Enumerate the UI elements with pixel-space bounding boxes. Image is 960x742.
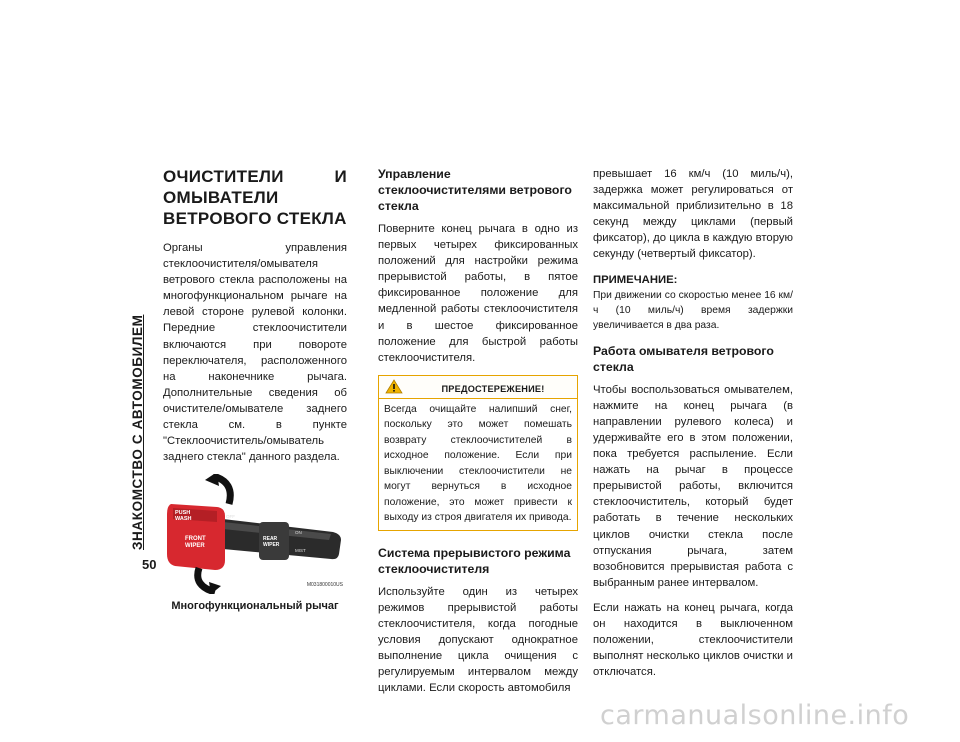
rear-wiper-label: WIPER [263,542,280,548]
column-2: Управление стеклоочистителями ветрового … [378,166,578,706]
off-label: OFF [226,514,235,519]
rotate-up-arrowhead [205,474,219,487]
section-side-tab-label: ЗНАКОМСТВО С АВТОМОБИЛЕМ [130,314,145,550]
intermittent-paragraph: Используйте один из четырех режимов прер… [378,585,578,695]
warning-text: Всегда очищайте налипший снег, поскольку… [384,403,572,524]
page-number: 50 [142,557,157,572]
washer-paragraph: Чтобы воспользоваться омывателем, нажмит… [593,383,793,589]
warning-box: ПРЕДОСТЕРЕЖЕНИЕ! Всегда очищайте налипши… [378,374,578,531]
multifunction-lever-illustration: PUSH WASH FRONT WIPER REAR WIPER OFF ON … [167,474,344,595]
warning-header: ПРЕДОСТЕРЕЖЕНИЕ! [379,375,577,399]
image-code: M031800010US [307,582,344,588]
intro-paragraph: Органы управления стеклоочистителя/омыва… [163,242,347,464]
warning-title: ПРЕДОСТЕРЕЖЕНИЕ! [441,383,545,394]
intermittent-heading: Система прерывистого режима стеклоочисти… [378,545,571,576]
section-side-tab: ЗНАКОМСТВО С АВТОМОБИЛЕМ [124,150,154,550]
rotate-down-arrowhead [209,582,221,595]
on-label: ON [295,530,302,535]
wiper-control-heading: Управление стеклоочистителями ветрового … [378,167,572,213]
push-label: PUSH [175,510,190,516]
delay-paragraph: превышает 16 км/ч (10 миль/ч), задержка … [593,168,793,261]
note-text: При движении со скоростью менее 16 км/ч … [593,289,793,331]
multifunction-lever-figure: PUSH WASH FRONT WIPER REAR WIPER OFF ON … [163,474,347,614]
figure-caption: Многофункциональный рычаг [171,600,339,613]
wiper-control-paragraph: Поверните конец рычага в одно из первых … [378,223,578,364]
wash-label: WASH [175,516,192,522]
note-title: ПРИМЕЧАНИЕ: [593,273,678,286]
wiper-label: WIPER [185,543,205,549]
column-1: ОЧИСТИТЕЛИ И ОМЫВАТЕЛИ ВЕТРОВОГО СТЕКЛА … [163,166,347,614]
push-wash-band [173,508,217,523]
section-title: ОЧИСТИТЕЛИ И ОМЫВАТЕЛИ ВЕТРОВОГО СТЕКЛА [163,167,347,228]
site-watermark: carmanualsonline.info [600,700,910,731]
mist-label: MIST [295,548,306,553]
warning-triangle-icon [385,379,403,394]
rear-wiper-ring [259,522,289,561]
rear-label: REAR [263,536,278,542]
washer-off-paragraph: Если нажать на конец рычага, когда он на… [593,601,793,679]
washer-heading: Работа омывателя ветрового стекла [593,343,774,374]
front-label: FRONT [185,536,206,542]
column-3: превышает 16 км/ч (10 миль/ч), задержка … [593,166,793,689]
